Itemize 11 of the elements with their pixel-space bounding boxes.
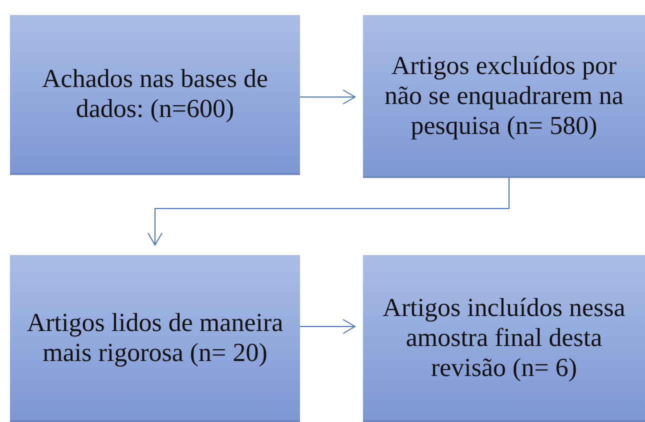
- box-text: Artigos lidos de maneira mais rigorosa (n= 20): [26, 308, 284, 368]
- process-box: [363, 255, 645, 422]
- process-box: [10, 255, 300, 422]
- process-box: [363, 15, 645, 178]
- arrow: [300, 319, 356, 334]
- box-text: Artigos excluídos por não se enquadrarem na pesquisa (n= 580): [384, 50, 624, 140]
- process-box: [10, 15, 300, 175]
- arrow: [148, 178, 510, 246]
- box-text: Artigos incluídos nessa amostra final desta revisão (n= 6): [382, 292, 626, 382]
- box-text: Achados nas bases de dados: (n=600): [41, 64, 269, 124]
- arrow: [300, 90, 356, 104]
